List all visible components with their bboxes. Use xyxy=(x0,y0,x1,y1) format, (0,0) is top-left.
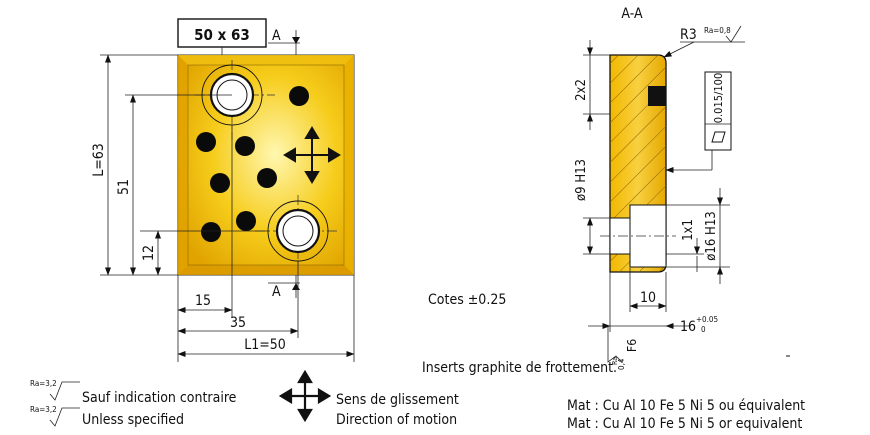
roughness-bottom xyxy=(607,326,623,363)
flatness-value: 0.015/100 xyxy=(712,73,725,124)
graphite-insert xyxy=(236,211,256,231)
size-label-box xyxy=(177,18,267,48)
section-mark-bottom: A xyxy=(272,284,281,300)
dim-35-label: 35 xyxy=(230,315,246,331)
dim-16-label: 16 xyxy=(680,319,696,335)
dim-51-label: 51 xyxy=(116,179,132,195)
motion-legend-arrows-icon xyxy=(278,369,332,423)
dim-width-label: L1=50 xyxy=(244,337,286,353)
flatness-frame xyxy=(704,71,732,151)
ra-bottom-symbol: Ra xyxy=(611,357,619,365)
dim-16-tol-upper: +0.05 xyxy=(696,315,718,324)
chamfer-label: 1x1 xyxy=(681,219,696,241)
ra-top-label: Ra=0,8 xyxy=(704,26,731,35)
counterbore-hole-bottom xyxy=(267,200,329,262)
section-view: A-A 2x2 R3 Ra=0,8 0.015/100 ø9 xyxy=(574,6,790,370)
size-label: 50 x 63 xyxy=(194,26,250,44)
legend-line-fr: Sauf indication contraire xyxy=(82,390,237,406)
roughness-legend: Ra=3,2 Sauf indication contraire Ra=3,2 … xyxy=(30,379,237,428)
material-en: Mat : Cu Al 10 Fe 5 Ni 5 or equivalent xyxy=(567,416,802,432)
motion-arrows-icon xyxy=(283,126,341,184)
bore-16-label: ø16 H13 xyxy=(704,211,719,260)
graphite-insert xyxy=(210,173,230,193)
legend-ra-value-2: Ra=3,2 xyxy=(30,405,57,414)
graphite-insert xyxy=(257,168,277,188)
dim-12-label: 12 xyxy=(141,245,157,261)
dim-16-tol-lower: 0 xyxy=(701,325,706,334)
legend-motion-en: Direction of motion xyxy=(336,412,457,428)
dim-15-label: 15 xyxy=(195,293,211,309)
radius-label: R3 xyxy=(680,27,697,43)
bore-9-label: ø9 H13 xyxy=(574,159,589,201)
section-mark-top: A xyxy=(272,28,281,44)
legend-line-en: Unless specified xyxy=(82,412,184,428)
ra-bottom-value: 0,4 xyxy=(617,358,626,370)
graphite-insert xyxy=(196,132,216,152)
graphite-insert xyxy=(235,136,255,156)
graphite-insert xyxy=(289,86,309,106)
dim-2x2-label: 2x2 xyxy=(574,79,589,101)
material-fr: Mat : Cu Al 10 Fe 5 Ni 5 ou équivalent xyxy=(567,398,805,414)
bronze-plate xyxy=(177,54,355,276)
insert-section xyxy=(648,86,666,106)
front-view: 50 x 63 A A xyxy=(91,18,355,362)
legend-motion-fr: Sens de glissement xyxy=(336,392,459,408)
graphite-insert xyxy=(201,222,221,242)
section-title: A-A xyxy=(621,6,643,22)
ra-bottom-label: F6 xyxy=(625,339,639,352)
dim-height-label: L=63 xyxy=(91,143,107,177)
inserts-note: Inserts graphite de frottement. xyxy=(422,360,617,376)
tolerance-note: Cotes ±0.25 xyxy=(428,292,506,308)
legend-ra-value: Ra=3,2 xyxy=(30,379,57,388)
dim-10-label: 10 xyxy=(640,290,656,306)
flatness-symbol-icon xyxy=(711,131,726,143)
